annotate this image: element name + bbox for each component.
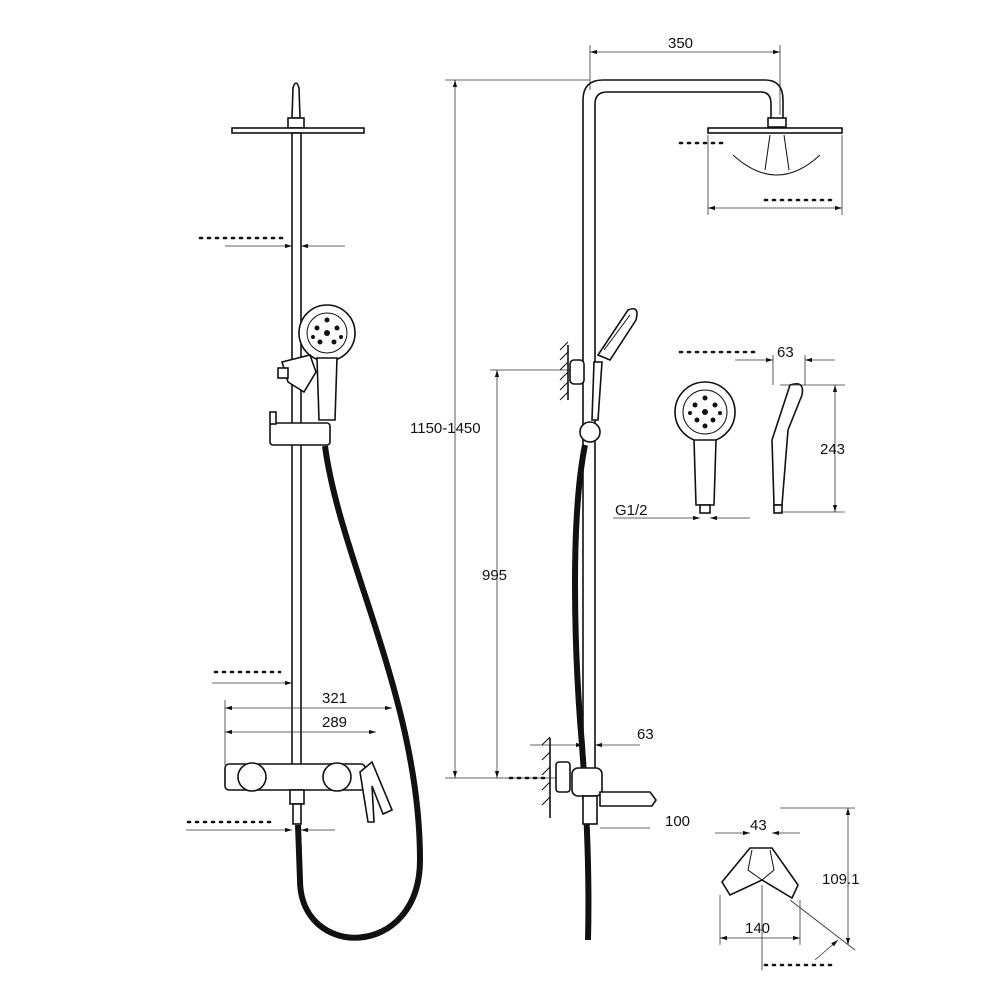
lever-body (721, 847, 799, 900)
side-handshower (596, 307, 638, 361)
dim-100-label: 100 (665, 813, 690, 830)
lever-detail: 43 109.1 140 (715, 807, 860, 970)
side-showerhead-plate (707, 127, 843, 134)
riser-pipe (291, 132, 302, 804)
dim-total-height-label: 1150-1450 (410, 420, 481, 437)
dim-63-label: 63 (777, 344, 794, 361)
handshower-handle (316, 357, 338, 421)
thread-label: G1/2 (615, 502, 648, 519)
handshower-side (771, 382, 804, 506)
mixer-lever (359, 760, 394, 823)
side-view: 350 1150-1450 995 63 (410, 35, 843, 941)
dim-350-label: 350 (668, 35, 693, 52)
dim-995-label: 995 (482, 567, 507, 584)
slider-ball (579, 421, 601, 443)
dim-243-label: 243 (820, 441, 845, 458)
dim-140-label: 140 (745, 920, 770, 937)
hose (295, 445, 424, 941)
spout (599, 791, 657, 807)
top-cap (291, 82, 301, 119)
slider-holder (269, 422, 331, 446)
nozzles (311, 317, 343, 345)
side-hose (572, 444, 592, 941)
dim-109-label: 109.1 (822, 871, 860, 888)
dim-side-63-label: 63 (637, 726, 654, 743)
front-view: 321 289 (186, 82, 424, 941)
side-mixer-body (571, 767, 603, 797)
dim-321-label: 321 (322, 690, 347, 707)
dim-289-label: 289 (322, 714, 347, 731)
dim-43-label: 43 (750, 817, 767, 834)
handshower-detail: 63 243 G1/2 (613, 344, 845, 521)
